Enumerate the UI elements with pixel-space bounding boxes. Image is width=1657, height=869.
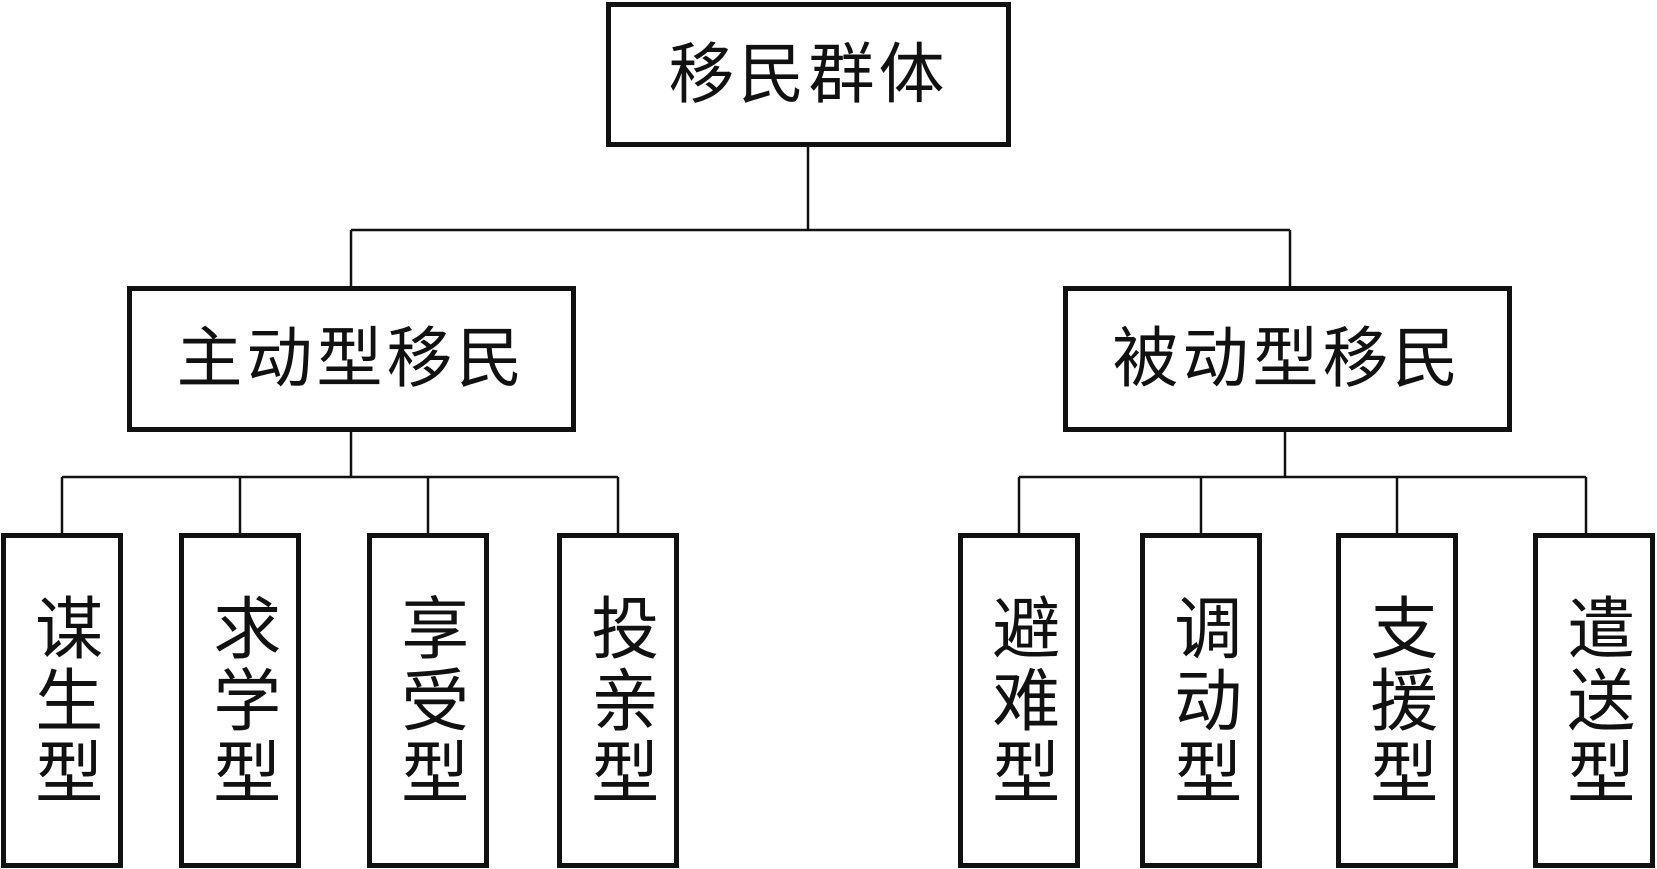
leaf-node-label: 投亲型 [578,592,658,809]
leaf-node-label: 支援型 [1357,592,1437,809]
branch-node-active-label: 主动型移民 [176,320,527,397]
leaf-node: 避难型 [958,533,1080,868]
leaf-node-label: 求学型 [200,592,280,809]
branch-node-passive-label: 被动型移民 [1112,320,1463,397]
root-node: 移民群体 [606,2,1011,147]
leaf-node: 支援型 [1336,533,1458,868]
leaf-node-label: 享受型 [388,592,468,809]
root-node-label: 移民群体 [668,35,949,113]
leaf-node: 谋生型 [1,533,123,868]
leaf-node: 享受型 [367,533,489,868]
leaf-node-label: 避难型 [979,592,1059,809]
leaf-node: 遣送型 [1533,533,1655,868]
leaf-node: 投亲型 [557,533,679,868]
leaf-node: 求学型 [179,533,301,868]
leaf-node-label: 谋生型 [22,592,102,809]
leaf-node: 调动型 [1140,533,1262,868]
leaf-node-label: 遣送型 [1554,592,1634,809]
branch-node-active: 主动型移民 [127,286,576,432]
branch-node-passive: 被动型移民 [1063,286,1512,432]
leaf-node-label: 调动型 [1161,592,1241,809]
